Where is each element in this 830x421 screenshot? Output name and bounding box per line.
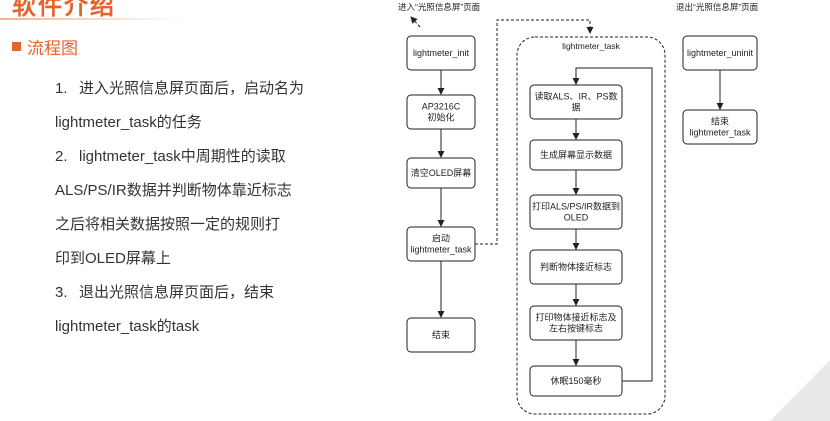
box-label: OLED: [564, 213, 589, 223]
enter-page-label: 进入“光照信息屏”页面: [398, 2, 481, 12]
box-label: lightmeter_init: [413, 48, 470, 58]
task-flow-box: 休眠150毫秒: [529, 365, 623, 397]
task-group-label: lightmeter_task: [562, 41, 620, 51]
list-item-line: lightmeter_task的task: [55, 318, 200, 335]
box-label: 结束: [711, 116, 729, 127]
main-flow-box: 清空OLED屏幕: [406, 157, 476, 189]
box-label: lightmeter_task: [410, 245, 472, 255]
box-label: 据: [571, 102, 580, 113]
square-bullet-icon: [12, 42, 21, 51]
box-label: 结束: [432, 329, 450, 340]
exit-page-label: 退出“光照信息屏”页面: [676, 2, 759, 12]
list-item-number: 1.: [55, 80, 68, 97]
box-label: 左右按键标志: [549, 323, 603, 334]
box-label: 休眠150毫秒: [550, 375, 601, 386]
list-item-line: ALS/PS/IR数据并判断物体靠近标志: [55, 182, 292, 199]
list-item-line: 印到OLED屏幕上: [55, 250, 171, 267]
list-item-number: 3.: [55, 284, 68, 301]
box-label: AP3216C: [422, 102, 461, 112]
corner-decoration: [770, 360, 830, 421]
task-flow-box: 生成屏幕显示数据: [529, 139, 623, 171]
box-label: 打印物体接近标志及: [535, 312, 616, 323]
flow-arrow: [410, 16, 421, 28]
main-flow-box: lightmeter_init: [406, 35, 476, 71]
box-label: 打印ALS/PS/IR数据到: [532, 201, 620, 212]
list-item-text: 进入光照信息屏页面后，启动名为: [79, 80, 305, 97]
list-item-line: lightmeter_task的任务: [55, 114, 202, 131]
main-flow-box: 结束: [406, 317, 476, 353]
list-item-line: 2. lightmeter_task中周期性的读取: [55, 141, 355, 173]
list-item-text: 退出光照信息屏页面后，结束: [79, 284, 275, 301]
exit-flow-box: lightmeter_uninit: [682, 35, 758, 71]
list-item-line: 之后将相关数据按照一定的规则打: [55, 216, 281, 233]
box-label: 判断物体接近标志: [540, 261, 612, 272]
list-item-text: lightmeter_task中周期性的读取: [79, 148, 286, 165]
task-flow-box: 判断物体接近标志: [529, 249, 623, 285]
slide-title: 软件介绍: [12, 0, 116, 20]
box-label: lightmeter_uninit: [687, 48, 754, 58]
title-underline: [0, 18, 185, 20]
list-item-number: 2.: [55, 148, 68, 165]
loop-arrow: [572, 67, 653, 382]
list-item-line: 3. 退出光照信息屏页面后，结束: [55, 277, 355, 309]
box-label: 初始化: [427, 112, 454, 123]
box-label: 启动: [432, 233, 450, 244]
box-label: lightmeter_task: [689, 128, 751, 138]
box-label: 生成屏幕显示数据: [540, 149, 612, 160]
numbered-list: 1. 进入光照信息屏页面后，启动名为 lightmeter_task的任务 2. lig…: [55, 73, 355, 345]
task-group-container: [516, 36, 666, 415]
box-label: 读取ALS、IR、PS数: [534, 91, 617, 102]
box-label: 清空OLED屏幕: [411, 167, 472, 178]
section-heading: 流程图: [12, 34, 78, 59]
section-heading-text: 流程图: [27, 39, 78, 58]
dashed-connector: [475, 19, 594, 245]
list-item-line: 1. 进入光照信息屏页面后，启动名为: [55, 73, 355, 105]
